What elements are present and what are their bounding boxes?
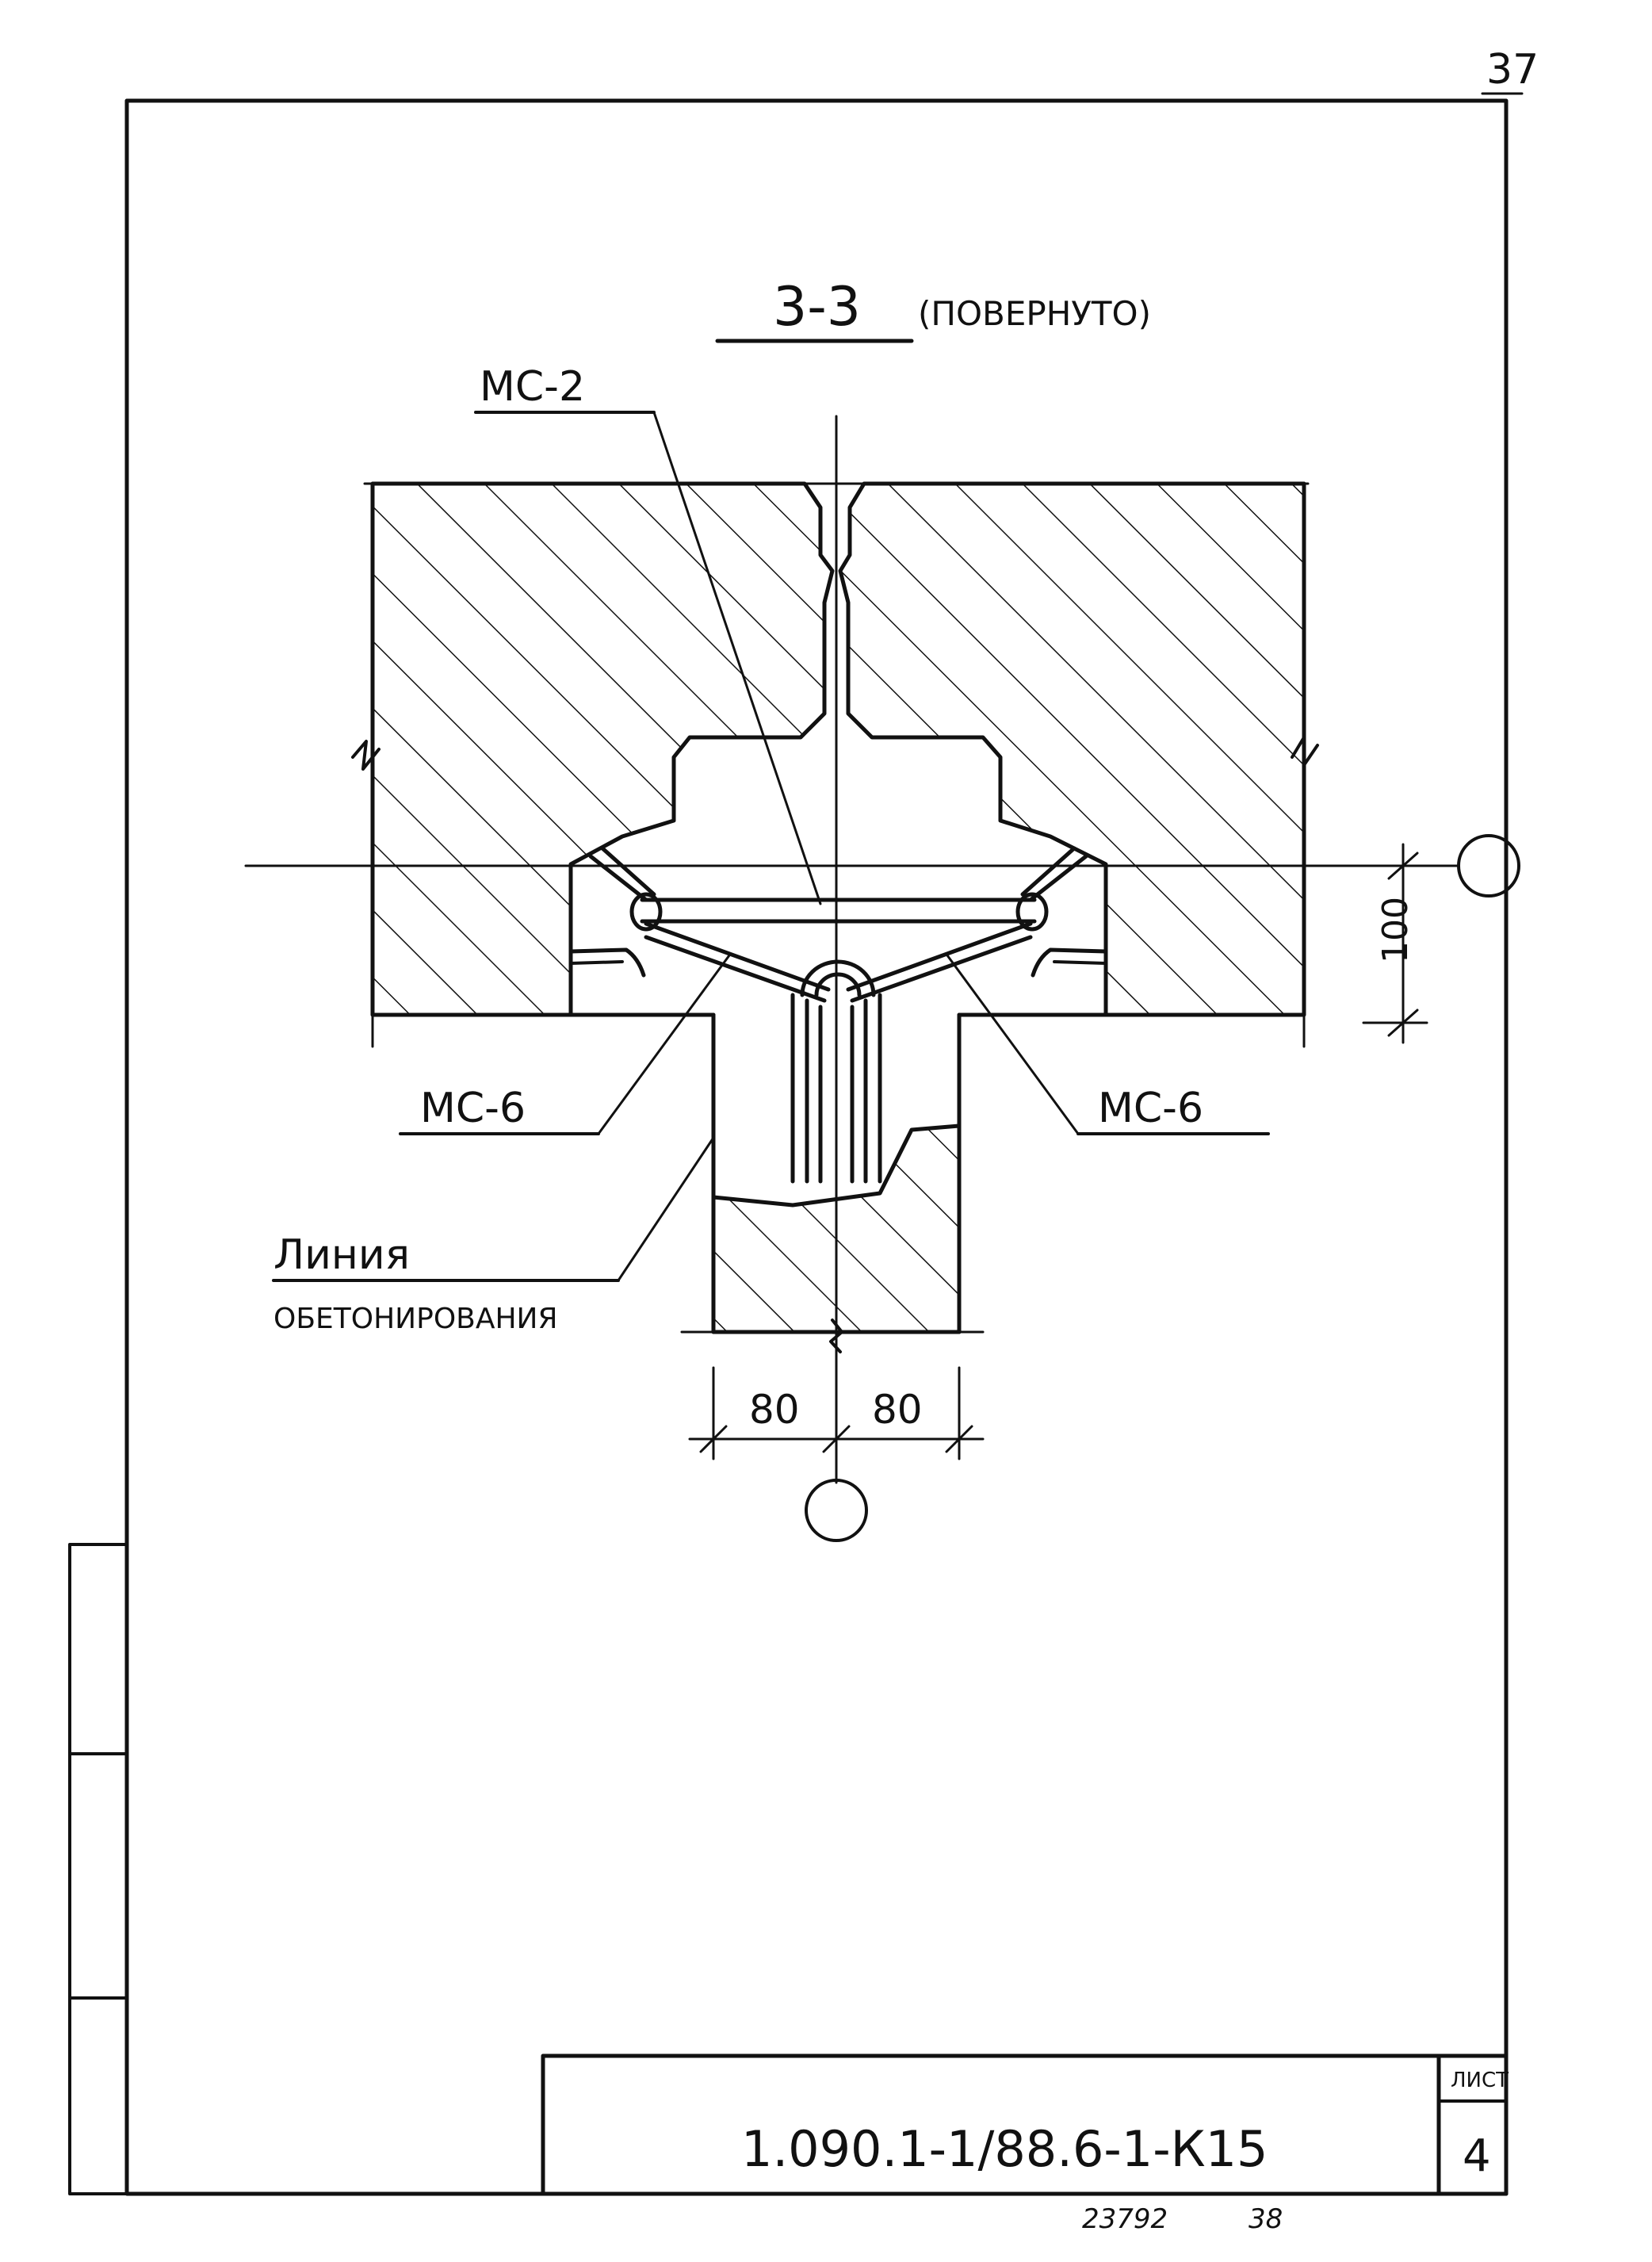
dimension-100: 100 xyxy=(1362,843,1428,1044)
dimension-80-80: 80 80 xyxy=(688,1366,985,1460)
axis-marker-bottom xyxy=(805,1479,868,1542)
horizontal-axis xyxy=(244,834,1520,898)
sheet-frame xyxy=(68,92,1524,2196)
left-slab xyxy=(370,481,835,1017)
label-mc6-left: МС-6 xyxy=(420,1085,526,1132)
label-mc6-right: МС-6 xyxy=(1098,1085,1203,1132)
axis-marker-right xyxy=(1457,834,1520,898)
title-block: 1.090.1-1/88.6-1-К15 ЛИСТ 4 23792 38 xyxy=(541,2053,1509,2235)
dimension-right-80: 80 xyxy=(872,1387,923,1433)
sheet-number: 4 xyxy=(1463,2130,1491,2182)
section-note: (ПОВЕРНУТО) xyxy=(918,294,1151,333)
label-line-desc: ОБЕТОНИРОВАНИЯ xyxy=(273,1303,558,1335)
right-slab xyxy=(838,481,1306,1017)
dimension-100-text: 100 xyxy=(1375,897,1416,963)
leaders xyxy=(272,411,1270,1282)
section-title: 3-3 (ПОВЕРНУТО) xyxy=(715,276,1151,343)
web-element xyxy=(568,1012,1108,1353)
section-title-text: 3-3 xyxy=(773,276,861,339)
footer-suffix: 38 xyxy=(1249,2203,1283,2235)
dimension-left-80: 80 xyxy=(749,1387,800,1433)
sheet-label: ЛИСТ xyxy=(1451,2069,1509,2092)
page-number: 37 xyxy=(1486,46,1539,94)
document-code: 1.090.1-1/88.6-1-К15 xyxy=(741,2120,1268,2178)
label-line-word: Линия xyxy=(273,1231,410,1279)
footer-number: 23792 xyxy=(1082,2203,1168,2235)
label-mc2: МС-2 xyxy=(480,363,585,411)
reinforcement xyxy=(568,846,1108,1184)
